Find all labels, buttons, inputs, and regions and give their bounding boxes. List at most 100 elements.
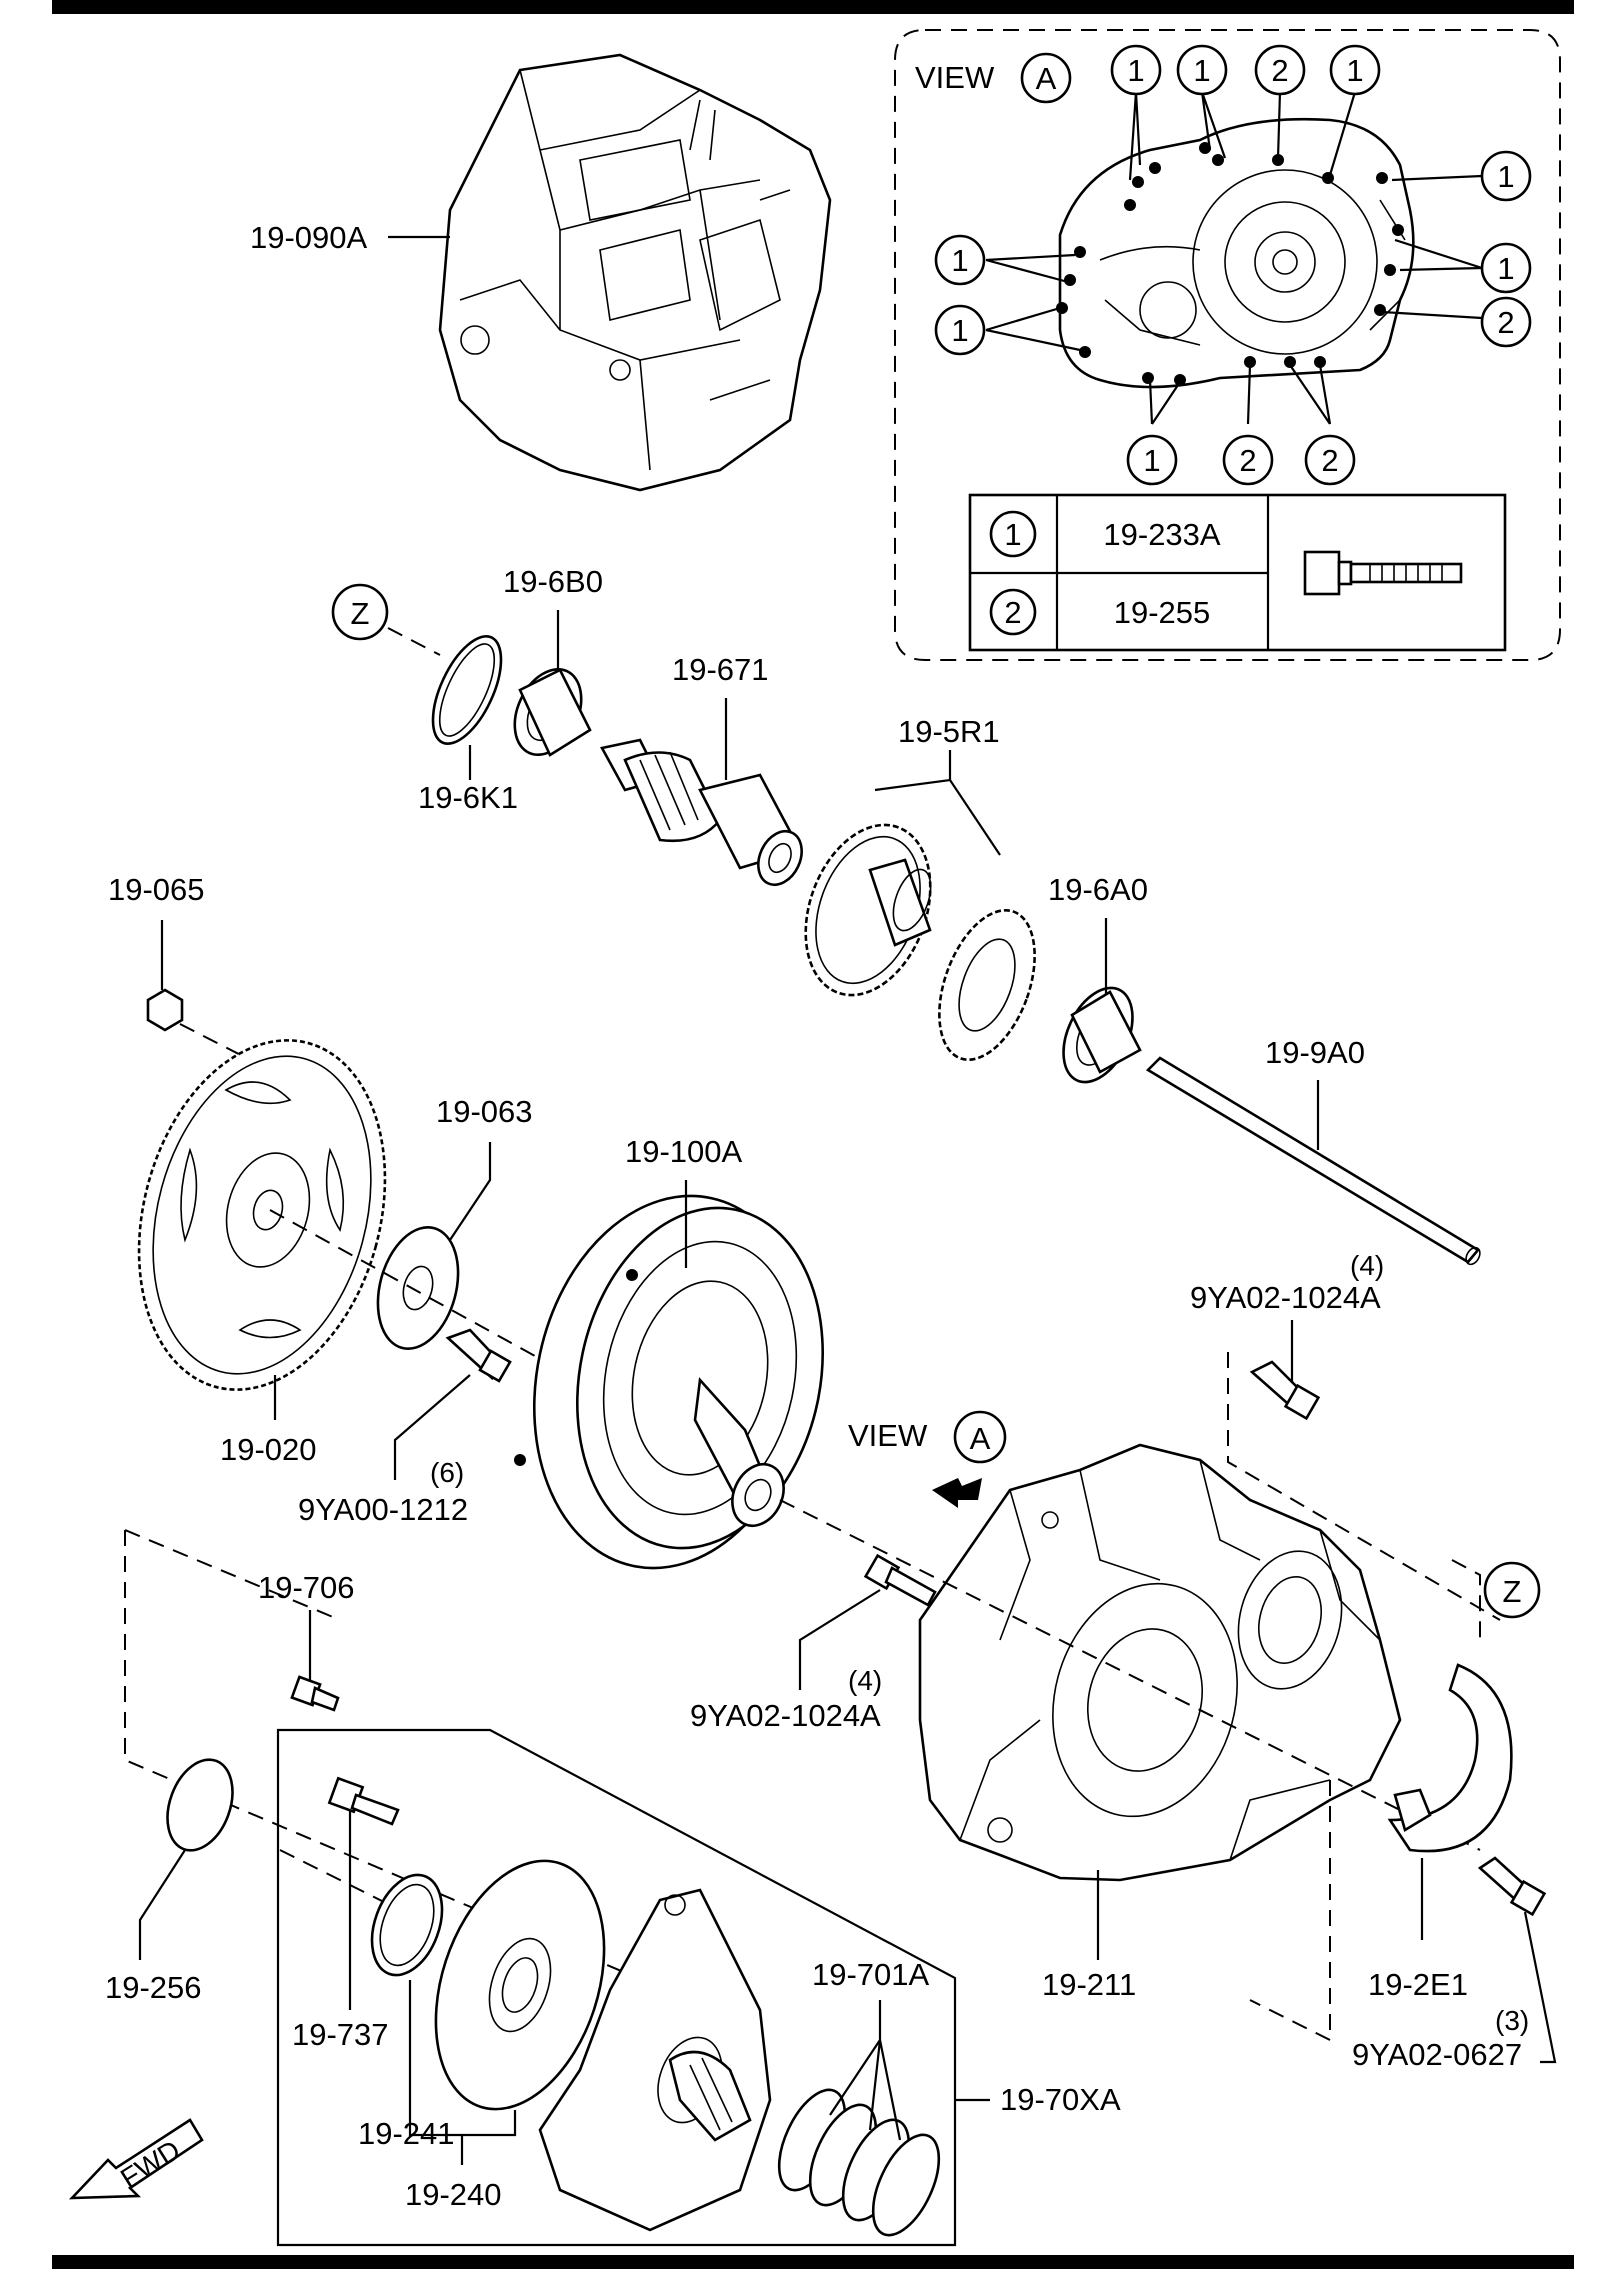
callout-2: 2 [1271, 53, 1288, 88]
axis-line-top-bolt [1227, 1352, 1501, 1621]
label-19-256: 19-256 [105, 1970, 202, 2005]
label-19-737: 19-737 [292, 2017, 389, 2052]
axis-line-z [387, 627, 441, 656]
label-9YA02-0627: 9YA02-0627 [1352, 2037, 1522, 2072]
oil-pump-body [538, 1888, 772, 2232]
seal-ring-19-241 [370, 1873, 444, 1977]
label-9YA00-1212: 9YA00-1212 [298, 1492, 468, 1527]
callout-1: 1 [951, 313, 968, 348]
top-border-bar [52, 0, 1574, 14]
label-19-211: 19-211 [1042, 1967, 1136, 2002]
leader-19-240 [408, 2110, 517, 2165]
plate-19-063 [376, 1226, 460, 1350]
callout-1: 1 [951, 243, 968, 278]
shield-19-2E1 [1387, 1663, 1513, 1853]
axis-line-shield [1249, 1780, 1331, 2042]
label-19-5R1: 19-5R1 [898, 714, 1000, 749]
callout-2: 2 [1321, 443, 1338, 478]
z-letter-right: Z [1503, 1574, 1522, 1609]
label-19-2E1: 19-2E1 [1368, 1967, 1468, 2002]
torque-converter-19-100A [514, 1194, 825, 1570]
label-19-240: 19-240 [405, 2177, 502, 2212]
label-19-065: 19-065 [108, 872, 205, 907]
label-19-671: 19-671 [672, 652, 769, 687]
callout-1: 1 [1127, 53, 1144, 88]
pump-plate-19-240 [434, 1859, 606, 2111]
bolt-9YA02-0627 [1477, 1856, 1547, 1917]
bolt-icon [1303, 550, 1463, 596]
label-9YA02-1024A-top: 9YA02-1024A [1190, 1280, 1381, 1315]
view-panel-title-word: VIEW [915, 60, 995, 95]
view-panel-callouts: 1 1 2 1 1 1 2 1 1 1 2 2 [934, 44, 1532, 486]
bolt-table: 1 19-233A 2 19-255 [968, 493, 1507, 652]
bolt-9YA00-1212 [445, 1328, 512, 1383]
label-9YA02-0627-qty: (3) [1495, 2005, 1529, 2036]
label-19-701A: 19-701A [812, 1957, 930, 1992]
leader-19-256 [138, 1849, 186, 1960]
bottom-border-bar [52, 2255, 1574, 2269]
label-9YA02-1024A-mid: 9YA02-1024A [690, 1698, 881, 1733]
label-19-70XA: 19-70XA [1000, 2082, 1121, 2117]
shaft-19-9A0 [1145, 1056, 1481, 1266]
seal-rings-19-701A [777, 2088, 941, 2237]
label-9YA00-1212-qty: (6) [430, 1457, 464, 1488]
view-a-label-letter: A [970, 1421, 991, 1456]
callout-1: 1 [1346, 53, 1363, 88]
callout-1: 1 [1193, 53, 1210, 88]
view-panel-title-letter: A [1036, 61, 1057, 96]
bolt-9YA02-1024A-mid [863, 1553, 937, 1607]
axis-line-case [779, 1499, 1481, 1851]
label-19-090A: 19-090A [250, 220, 368, 255]
label-19-6A0: 19-6A0 [1048, 872, 1148, 907]
table-part-19-233A: 19-233A [1103, 517, 1221, 552]
label-19-6B0: 19-6B0 [503, 564, 603, 599]
callout-2: 2 [1239, 443, 1256, 478]
axis-line-converter [269, 1209, 761, 1481]
z-marker-right [1483, 1561, 1541, 1619]
shaft-19-671 [600, 738, 803, 887]
view-a-panel: VIEW A [894, 29, 1561, 661]
housing-bolt-dots [1056, 142, 1404, 386]
axis-line-z-right [1451, 1559, 1481, 1640]
leader-9YA00-1212 [393, 1374, 471, 1480]
bolt-9YA02-1024A-top [1249, 1360, 1321, 1421]
z-marker-top [331, 583, 389, 641]
gear-19-5R1 [804, 823, 1036, 1061]
callout-1: 1 [1497, 251, 1514, 286]
leader-19-701A [829, 2000, 902, 2141]
view-panel-leaders [985, 91, 1483, 425]
view-a-marker [953, 1410, 1007, 1464]
callout-1: 1 [1143, 443, 1160, 478]
label-19-706: 19-706 [258, 1570, 355, 1605]
view-a-label-word: VIEW [848, 1418, 928, 1453]
view-a-arrow-icon [932, 1478, 982, 1508]
bolt-19-706 [290, 1675, 340, 1712]
transaxle-assembly [438, 53, 832, 492]
snap-ring-19-6K1 [431, 634, 503, 746]
leader-19-063 [449, 1142, 492, 1241]
transaxle-case-19-211 [918, 1443, 1402, 1882]
label-9YA02-1024A-mid-qty: (4) [848, 1665, 882, 1696]
label-19-100A: 19-100A [625, 1134, 743, 1169]
callout-2: 2 [1497, 305, 1514, 340]
table-part-19-255: 19-255 [1114, 595, 1211, 630]
label-19-063: 19-063 [436, 1094, 533, 1129]
fwd-arrow-icon: FWD [68, 2118, 204, 2200]
label-19-020: 19-020 [220, 1432, 317, 1467]
label-19-241: 19-241 [358, 2116, 455, 2151]
z-letter-top: Z [351, 596, 370, 631]
leader-9YA02-1024A-mid [798, 1589, 881, 1690]
oil-pump-group-box [276, 1728, 957, 2247]
leader-19-5R1 [874, 750, 1001, 856]
label-9YA02-1024A-top-qty: (4) [1350, 1250, 1384, 1281]
leader-9YA02-0627 [1523, 1911, 1557, 2064]
flexplate-19-020 [137, 1039, 387, 1391]
table-key-2: 2 [1004, 595, 1021, 630]
label-19-6K1: 19-6K1 [418, 780, 518, 815]
callout-1: 1 [1497, 159, 1514, 194]
converter-housing-face [1058, 117, 1415, 389]
bearing-19-6B0 [513, 667, 592, 757]
nut-19-065 [146, 988, 184, 1032]
label-19-9A0: 19-9A0 [1265, 1035, 1365, 1070]
